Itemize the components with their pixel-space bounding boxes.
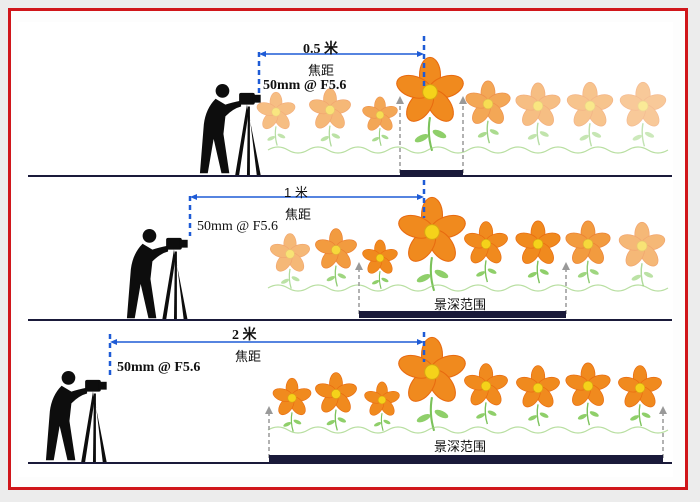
grass-line [267,284,669,292]
distance-label: 1 米 [284,185,308,200]
flower-icon [392,56,468,152]
flower-icon [254,91,298,147]
flower-icon [362,381,402,432]
flower-icon [394,196,470,292]
flower-icon [617,81,669,148]
dof-bar [359,311,566,318]
flower-icon [461,220,511,283]
panel-two-meter: 2 米 焦距 50mm @ F5.6 景深范围 [28,322,672,468]
focal-label: 焦距 [285,207,312,222]
lens-label: 50mm @ F5.6 [117,360,201,375]
panel-3-drawing [28,332,672,464]
flower-row [270,336,665,433]
flower-icon [564,81,616,148]
dof-bar [269,455,663,462]
focal-label: 焦距 [308,63,335,78]
flower-icon [306,87,354,148]
flower-icon [268,232,312,290]
flower-icon [463,80,513,144]
flower-icon [360,239,400,290]
panel-one-meter: 1 米 焦距 50mm @ F5.6 景深范围 [28,180,672,322]
flower-icon [270,377,314,433]
photographer-icon [45,371,107,463]
panel-1-drawing [28,36,672,177]
distance-label: 0.5 米 [303,42,338,57]
flower-icon [563,362,613,426]
flower-icon [312,371,360,432]
panel-2-drawing [28,180,672,321]
distance-label: 2 米 [232,328,257,343]
flower-icon [563,220,613,284]
lens-label: 50mm @ F5.6 [263,78,347,93]
photographer-icon [199,84,261,176]
flower-icon [360,96,400,147]
flower-icon [461,362,511,425]
flower-icon [616,221,668,288]
dof-bar [400,170,463,177]
flower-icon [394,336,470,432]
flower-icon [513,364,563,427]
flower-icon [513,82,563,146]
lens-label: 50mm @ F5.6 [197,219,278,234]
grass-line [267,426,669,434]
flower-icon [513,220,563,284]
photographer-icon [126,229,188,321]
dof-label: 景深范围 [434,439,487,454]
dof-label: 景深范围 [434,297,487,312]
grass-line [267,146,669,154]
panel-half-meter: 0.5 米 焦距 50mm @ F5.6 [28,30,672,180]
focal-label: 焦距 [235,349,262,364]
flower-icon [615,364,665,427]
flower-row [268,196,668,292]
flower-icon [312,227,360,288]
